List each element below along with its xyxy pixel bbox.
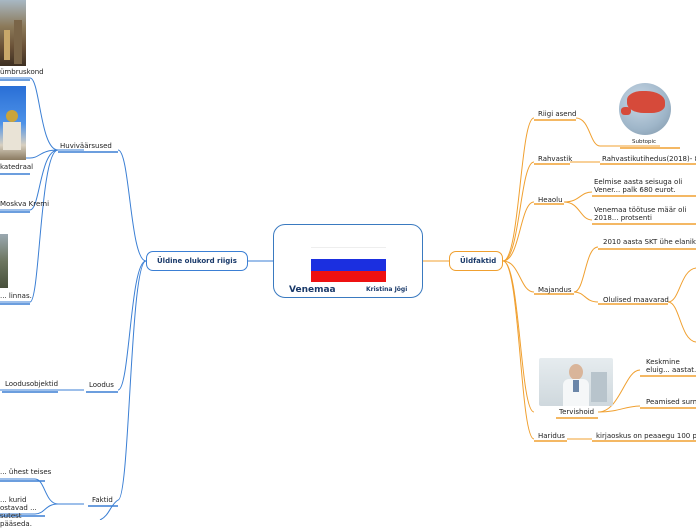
branch-heaolu[interactable]: Heaolu: [538, 196, 563, 204]
center-node[interactable]: Venemaa Kristina Jõgi: [273, 224, 423, 298]
branch-faktid[interactable]: Faktid: [92, 496, 113, 504]
leaf-maavarad: Olulised maavarad: [603, 296, 669, 304]
branch-loodus[interactable]: Loodus: [89, 381, 114, 389]
main-topic-right-label: Üldfaktid: [460, 257, 496, 265]
leaf-katedraal: katedraal: [0, 163, 33, 171]
leaf-kirjaoskus: kirjaoskus on peaaegu 100 pro...: [596, 432, 696, 440]
branch-majandus[interactable]: Majandus: [538, 286, 572, 294]
leaf-linnas: ... linnas.: [0, 292, 32, 300]
main-topic-left-label: Üldine olukord riigis: [157, 257, 237, 265]
main-topic-left[interactable]: Üldine olukord riigis: [146, 251, 248, 271]
branch-riigi-asend[interactable]: Riigi asend: [538, 110, 577, 118]
flag-russia: [311, 247, 386, 281]
subtopic-label: Subtopic: [632, 138, 656, 146]
leaf-skt: 2010 aasta SKT ühe elaniku...: [603, 238, 696, 246]
branch-tervishoid[interactable]: Tervishoid: [559, 408, 594, 416]
branch-huvivaarsused[interactable]: Huviväärsused: [60, 142, 112, 150]
center-title: Venemaa: [289, 285, 336, 295]
photo-city: [0, 234, 8, 288]
leaf-heaolu-1: Eelmise aasta seisuga oli Vener... palk …: [594, 178, 696, 194]
center-author: Kristina Jõgi: [366, 286, 407, 294]
leaf-rahvastikutihedus: Rahvastikutihedus(2018)- 8,...: [602, 155, 696, 163]
leaf-heaolu-2: Venemaa töötuse määr oli 2018... protsen…: [594, 206, 696, 222]
photo-cathedral: [0, 86, 26, 160]
leaf-loodusobjektid: Loodusobjektid: [5, 380, 58, 388]
leaf-surm: Peamised surm...: [646, 398, 696, 406]
branch-haridus[interactable]: Haridus: [538, 432, 565, 440]
photo-doctor: [539, 358, 613, 406]
leaf-faktid-1: ... ühest teises: [0, 468, 51, 476]
main-topic-right[interactable]: Üldfaktid: [449, 251, 503, 271]
branch-rahvastik[interactable]: Rahvastik: [538, 155, 572, 163]
leaf-faktid-2: ... kurid ostavad ... sutest pääseda.: [0, 496, 50, 528]
leaf-eluiga: Keskmine eluig... aastat.: [646, 358, 696, 374]
globe-russia: [619, 83, 671, 135]
leaf-umbruskond: ümbruskond: [0, 68, 44, 76]
photo-street: [0, 0, 26, 66]
leaf-kreml: Moskva Kremi: [0, 200, 49, 208]
